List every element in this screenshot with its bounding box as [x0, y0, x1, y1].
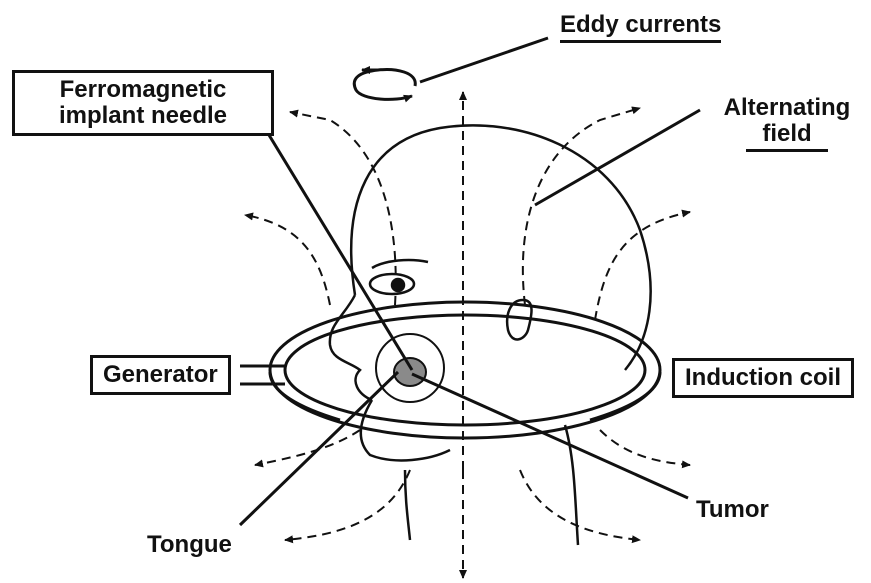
alternating-field-label-line1: Alternating	[712, 95, 862, 121]
implant-needle-label-line1: Ferromagnetic	[25, 77, 261, 103]
alternating-field-label: Alternating field	[712, 95, 862, 152]
alternating-field-label-line2: field	[746, 121, 827, 152]
implant-needle-label: Ferromagnetic implant needle	[12, 70, 274, 136]
eddy-current-loop	[354, 70, 415, 100]
tongue-label: Tongue	[147, 532, 232, 558]
induction-coil	[240, 302, 660, 438]
generator-label: Generator	[90, 355, 231, 395]
tumor-label: Tumor	[696, 497, 769, 523]
alternating-field-lines	[245, 92, 690, 578]
eddy-currents-label: Eddy currents	[560, 12, 721, 43]
induction-coil-label: Induction coil	[672, 358, 854, 398]
implant-needle-label-line2: implant needle	[25, 103, 261, 129]
